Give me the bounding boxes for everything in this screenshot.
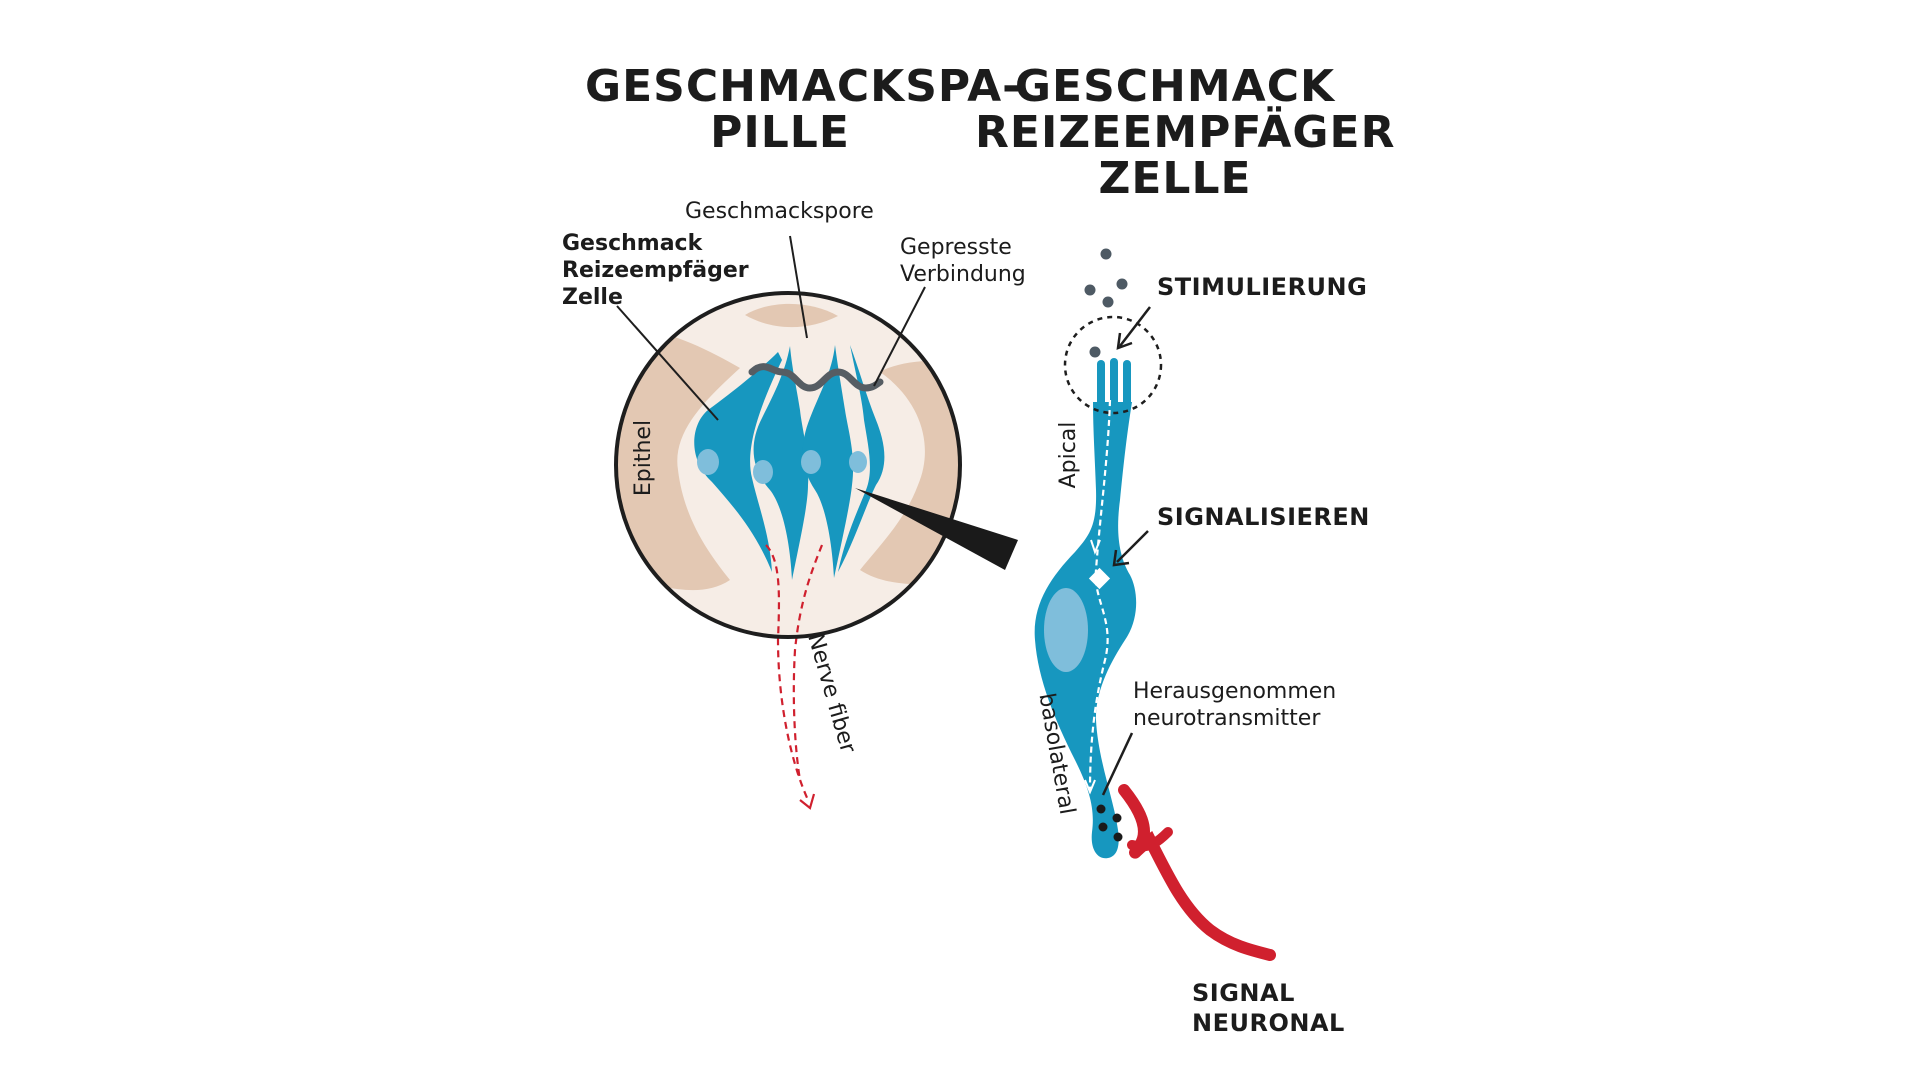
tight-junction-label-line-1: Gepresste — [900, 235, 1012, 260]
cell-arrows — [1101, 306, 1151, 796]
receptor-cell-label-line-3: Zelle — [562, 285, 623, 310]
cell-title-line-1: GESCHMACK — [1014, 61, 1336, 112]
cell-title-line-3: ZELLE — [1098, 153, 1252, 204]
stimulus-particles — [1084, 248, 1128, 358]
neurotransmitter-dots — [1096, 804, 1123, 842]
papilla-title: GESCHMACKSPA- PILLE — [585, 61, 1022, 158]
nerve-fiber-arrowhead — [799, 793, 816, 810]
apical-label: Apical — [1056, 422, 1081, 489]
papilla-title-line-2: PILLE — [710, 107, 850, 158]
tight-junction-line — [748, 363, 884, 392]
signal-neuronal-label-line-2: NEURONAL — [1192, 1009, 1345, 1037]
cell-title: GESCHMACK REIZEEMPFÄGER ZELLE — [975, 61, 1396, 204]
zoom-wedge — [855, 488, 1018, 570]
signal-neuronal-label-line-1: SIGNAL — [1192, 979, 1295, 1007]
cell-title-line-2: REIZEEMPFÄGER — [975, 107, 1396, 158]
tight-junction-label-line-2: Verbindung — [900, 262, 1026, 287]
neurotransmitter-label-line-2: neurotransmitter — [1133, 706, 1321, 731]
receptor-cell-label: Geschmack Reizeempfäger Zelle — [562, 230, 749, 311]
signaling-label: SIGNALISIEREN — [1157, 503, 1370, 531]
tight-junction-label: Gepresste Verbindung — [900, 234, 1026, 288]
signal-diamond — [1088, 567, 1111, 590]
stimulation-label: STIMULIERUNG — [1157, 273, 1368, 301]
nerve-fiber-dashes — [765, 544, 824, 801]
papilla-receptor-cells — [694, 345, 885, 580]
receptor-cell-label-line-2: Reizeempfäger — [562, 258, 749, 283]
pore-label: Geschmackspore — [685, 199, 874, 224]
receptor-cell-large — [1034, 358, 1137, 859]
stimulus-zone-circle — [1063, 315, 1163, 415]
cell-nucleus — [1044, 588, 1088, 672]
nerve-fiber-label: Nerve fiber — [802, 631, 860, 757]
neuron-path — [1118, 784, 1276, 961]
epithel-label: Epithel — [631, 420, 656, 496]
papilla-leader-lines — [616, 235, 926, 421]
neurotransmitter-label-line-1: Herausgenommen — [1133, 679, 1337, 704]
papilla-title-line-1: GESCHMACKSPA- — [585, 61, 1022, 112]
signal-neuronal-label: SIGNAL NEURONAL — [1192, 978, 1345, 1038]
papilla-nuclei — [697, 449, 867, 484]
receptor-cell-label-line-1: Geschmack — [562, 231, 703, 256]
papilla-circle — [614, 291, 962, 810]
neurotransmitter-label: Herausgenommen neurotransmitter — [1133, 678, 1336, 732]
